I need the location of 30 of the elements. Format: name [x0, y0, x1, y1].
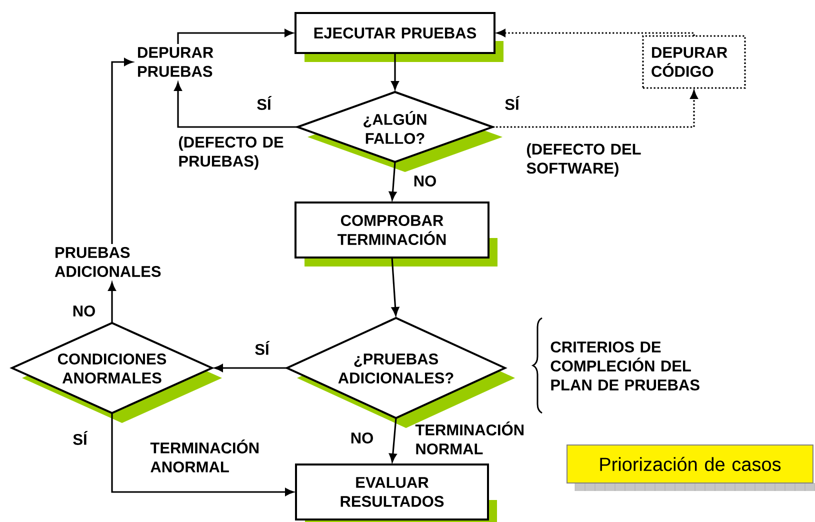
step-text: PRUEBAS ADICIONALES	[54, 247, 161, 277]
arrow	[214, 364, 287, 372]
note-box: Priorización de casos	[566, 444, 815, 492]
note-text: CRITERIOS DE COMPLECIÓN DEL PLAN DE PRUEBAS	[550, 342, 700, 390]
arrow	[174, 82, 298, 128]
note-text: TERMINACIÓN ANORMAL	[150, 440, 259, 472]
arrow	[391, 257, 400, 316]
process-box: DEPURAR CÓDIGO	[642, 35, 746, 89]
edge-label: SÍ	[256, 95, 272, 111]
arrow	[108, 282, 116, 323]
edge-label: SÍ	[254, 340, 270, 356]
process-box: EVALUAR RESULTADOS	[295, 464, 497, 522]
process-box: COMPROBAR TERMINACIÓN	[294, 202, 498, 266]
arrow	[496, 29, 695, 37]
edge-label: NO	[349, 432, 375, 444]
arrow	[391, 53, 399, 90]
note-text: (DEFECTO DEL SOFTWARE)	[526, 143, 641, 177]
arrow	[111, 413, 294, 496]
step-text: DEPURAR PRUEBAS	[138, 47, 214, 77]
arrow	[389, 418, 397, 462]
arrow	[492, 90, 698, 128]
edge-label: NO	[412, 174, 438, 188]
arrow	[111, 58, 133, 244]
note-text: (DEFECTO DE PRUEBAS)	[178, 136, 284, 170]
edge-label: SÍ	[504, 95, 520, 111]
edge-label: NO	[71, 304, 97, 318]
process-box: EJECUTAR PRUEBAS	[294, 12, 504, 62]
edge-label: SÍ	[72, 430, 88, 446]
arrow	[177, 29, 294, 44]
arrow	[388, 162, 397, 200]
